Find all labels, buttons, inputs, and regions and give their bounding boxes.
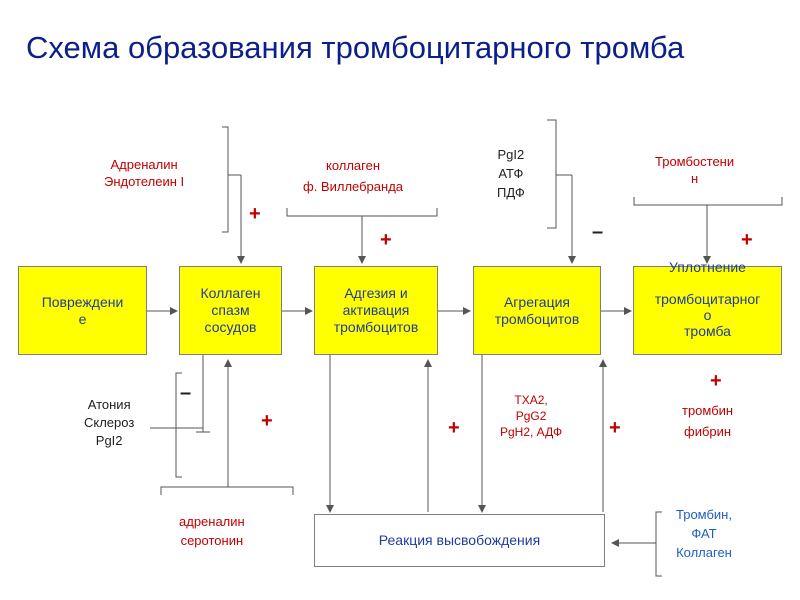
damage-label: Повреждени е [41,293,124,327]
page-title: Схема образования тромбоцитарного тромба [26,30,685,65]
release-reaction-box: Реакция высвобождения [314,514,605,567]
plus-sign: + [710,370,722,392]
pgi2-atp-adp-label: PgI2 АТФ ПДФ [497,147,525,200]
release-reaction-label: Реакция высвобождения [378,532,541,548]
thrombin-fibrin-label: тромбин фибрин [682,403,734,439]
adhesion-box: Адгезия и активация тромбоцитов [314,266,438,355]
collagen-willebrand-label: коллаген ф. Виллебранда [303,158,404,194]
thrombin-fat-collagen-label: Тромбин, ФАТ Коллаген [676,507,732,560]
minus-sign: – [180,382,192,404]
consolidation-box: Уплотнение тромбоцитарног о тромба [633,259,782,355]
atony-sclerosis-label: Атония Склероз PgI2 [84,397,135,448]
plus-sign: + [609,417,621,439]
thrombosthenin-label: Тромбостени н [655,154,735,186]
adhesion-label: Адгезия и активация тромбоцитов [333,285,419,335]
minus-sign: – [592,221,604,243]
txa2-label: TXA2, PgG2 PgH2, АДФ [500,393,563,439]
plus-sign: + [448,417,460,439]
consolidation-label: Уплотнение тромбоцитарног о тромба [654,259,761,339]
plus-sign: + [380,229,392,251]
damage-box: Повреждени е [18,266,147,355]
collagen-spasm-label: Коллаген спазм сосудов [200,285,261,335]
aggregation-label: Агрегация тромбоцитов [494,293,580,327]
adrenaline-endothelin-label: Адреналин Эндотелеин I [104,157,185,189]
collagen-spasm-box: Коллаген спазм сосудов [179,266,282,355]
plus-sign: + [741,229,753,251]
aggregation-box: Агрегация тромбоцитов [473,266,601,355]
adrenaline-serotonin-label: адреналин серотонин [179,514,245,548]
plus-sign: + [249,203,261,225]
plus-sign: + [261,410,273,432]
